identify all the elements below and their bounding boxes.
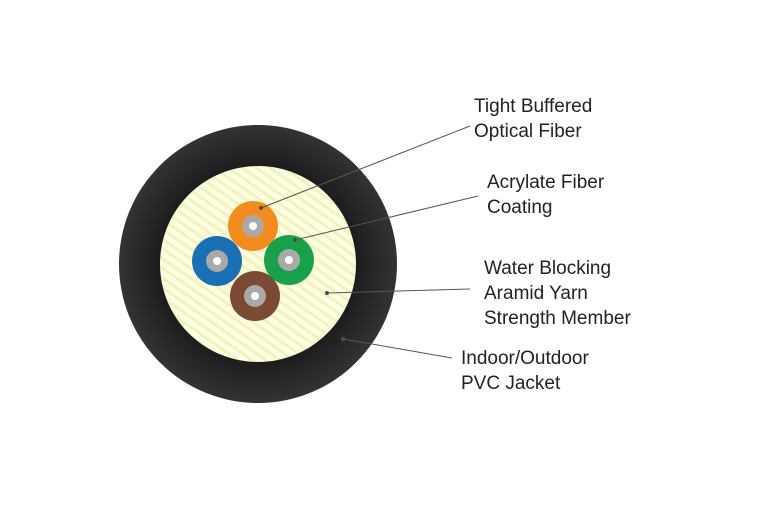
label-line: PVC Jacket xyxy=(461,373,561,394)
label-aramid-yarn: Water Blocking Aramid Yarn Strength Memb… xyxy=(484,256,631,331)
label-line: Acrylate Fiber xyxy=(487,172,605,193)
fiber-blue xyxy=(192,236,242,286)
leader-line-coating xyxy=(294,195,479,241)
label-tight-buffered-fiber: Tight Buffered Optical Fiber xyxy=(474,94,592,144)
fiber-brown xyxy=(230,271,280,321)
leader-line-yarn xyxy=(326,288,471,294)
leader-line-jacket xyxy=(342,338,453,359)
aramid-yarn xyxy=(160,166,356,362)
fiber-green xyxy=(264,235,314,285)
label-acrylate-coating: Acrylate Fiber Coating xyxy=(487,170,604,220)
label-line: Strength Member xyxy=(484,308,631,329)
leader-line-fiber xyxy=(260,125,471,209)
label-line: Coating xyxy=(487,197,553,218)
label-line: Indoor/Outdoor xyxy=(461,348,589,369)
fiber-orange xyxy=(228,201,278,251)
label-line: Optical Fiber xyxy=(474,121,582,142)
label-line: Tight Buffered xyxy=(474,96,593,117)
label-line: Aramid Yarn xyxy=(484,283,588,304)
label-line: Water Blocking xyxy=(484,258,612,279)
label-pvc-jacket: Indoor/Outdoor PVC Jacket xyxy=(461,346,589,396)
